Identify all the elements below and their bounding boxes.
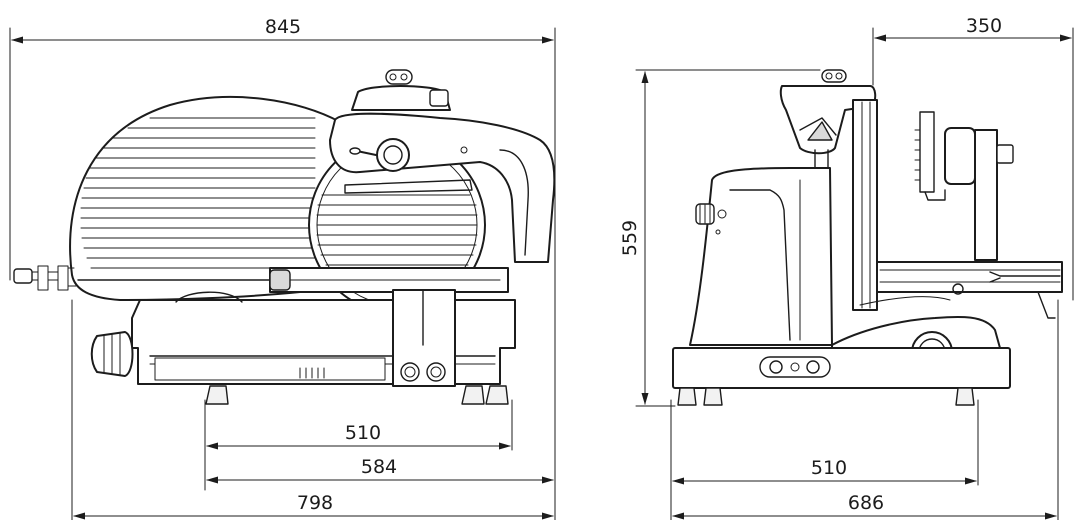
dim-label-559: 559 — [619, 220, 641, 256]
front-view-dimensions: 845 510 584 798 — [9, 16, 556, 520]
front-view-slicer — [13, 69, 556, 405]
side-view-dimensions: 350 559 510 686 — [619, 15, 1074, 520]
dim-label-584: 584 — [361, 456, 397, 478]
blade-grille — [316, 194, 478, 266]
base-vents — [299, 367, 325, 379]
dim-label-front-510: 510 — [345, 422, 381, 444]
dim-label-350: 350 — [966, 15, 1002, 37]
housing-ribs — [80, 117, 316, 269]
dim-label-686: 686 — [848, 492, 884, 514]
dim-label-side-510: 510 — [811, 457, 847, 479]
side-view-slicer — [672, 69, 1063, 406]
dim-label-798: 798 — [297, 492, 333, 514]
dim-label-845: 845 — [265, 16, 301, 38]
gear-teeth — [914, 129, 921, 181]
